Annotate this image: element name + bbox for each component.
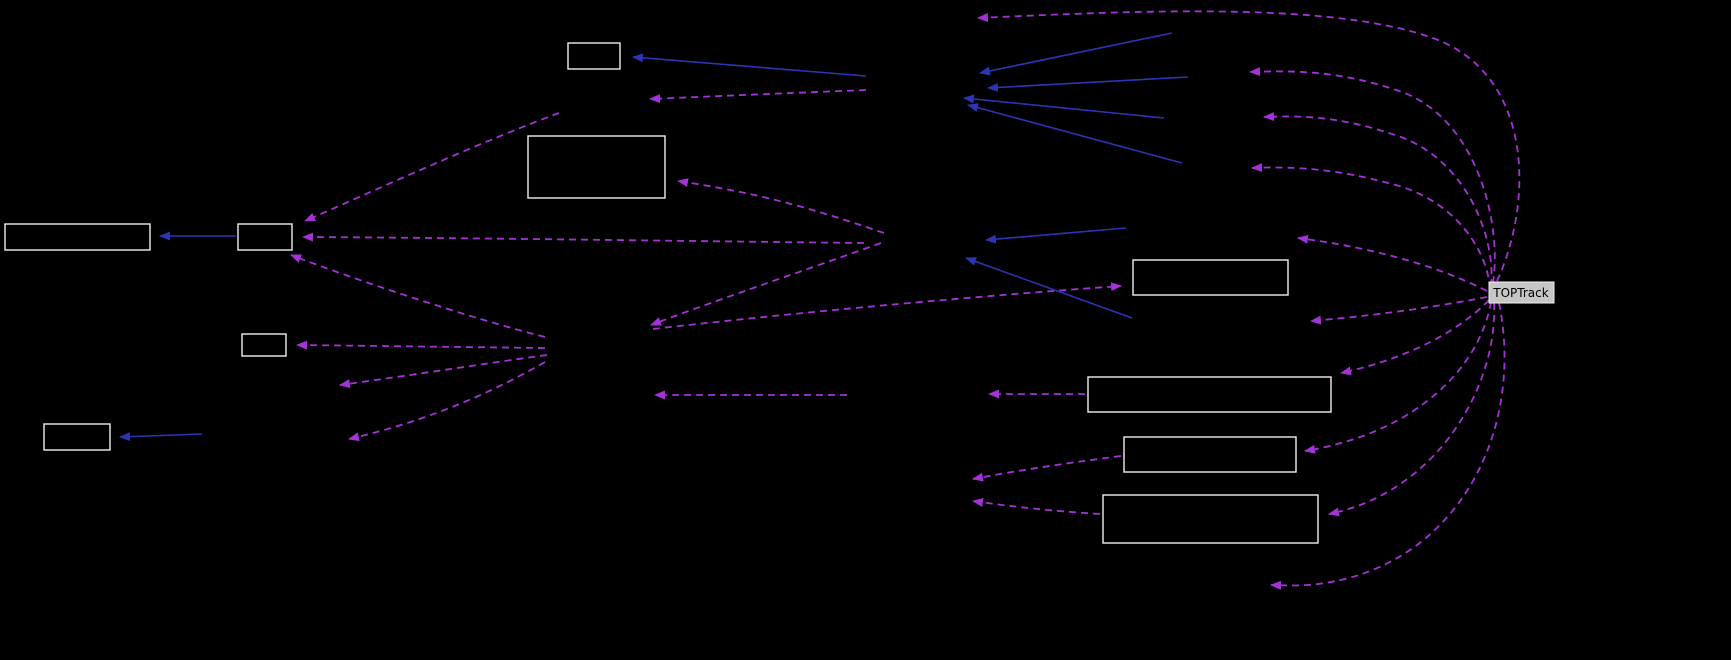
dashed-edges-right [977,10,1521,590]
graph-node[interactable] [4,223,151,251]
dashed-edge [1297,234,1488,292]
dashed-edge [1304,301,1492,454]
dashed-edge [652,282,1122,330]
dashed-edge [302,232,865,244]
dashed-edge [339,354,548,389]
dashed-edge [972,497,1101,515]
solid-edge [985,227,1127,244]
dashed-edge [296,340,546,350]
solid-edge [963,94,1165,119]
dashed-edge [649,89,867,104]
graph-node[interactable] [241,333,287,357]
dashed-edge [1263,112,1493,287]
dashed-edge [290,254,546,338]
main-node-label: TOPTrack [1492,286,1548,300]
dashed-edge [1251,163,1491,290]
graph-node[interactable] [567,42,621,70]
graph-node[interactable] [1132,259,1289,296]
dashed-edge [677,178,885,234]
graph-node[interactable] [1087,376,1332,413]
dashed-edge [972,455,1122,482]
solid-edge [119,432,203,442]
dashed-edge [1270,302,1506,590]
graph-node[interactable] [1102,494,1319,544]
solid-edge [632,53,867,77]
solid-edges [119,32,1189,442]
solid-edge [967,103,1183,164]
graph-node[interactable] [43,423,111,451]
solid-edge [965,257,1133,319]
solid-edge [979,32,1173,76]
dashed-edge [1249,67,1496,284]
dashed-edge [650,242,882,326]
graph-node-toptrack: TOPTrack [1488,281,1555,304]
toptrack-node-rect [1488,281,1555,304]
dashed-edge [348,361,546,442]
dashed-edges-middle [290,89,1122,515]
graph-node[interactable] [1123,436,1297,473]
dashed-edge [1340,299,1490,376]
graph-nodes [4,42,1332,544]
dashed-edge [1328,302,1495,517]
dashed-edge [977,10,1521,282]
dashed-edge [304,112,560,222]
dashed-edge [1310,296,1488,325]
graph-node[interactable] [527,135,666,199]
solid-edge [987,76,1189,92]
graph-node[interactable] [237,223,293,251]
